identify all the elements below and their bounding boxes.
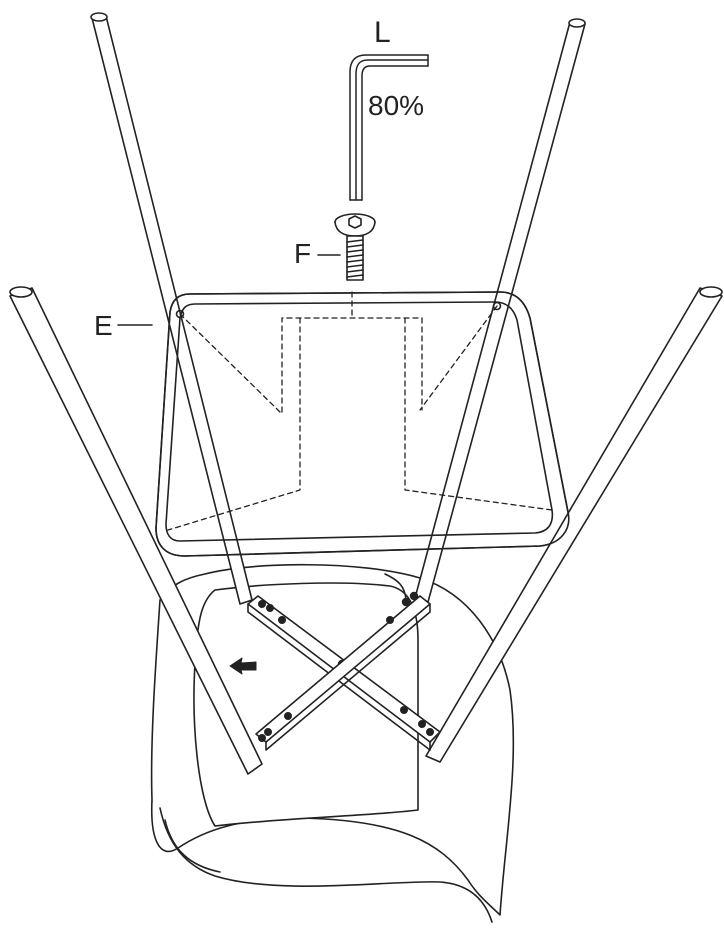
seat-shell (152, 565, 514, 922)
label-wrench: L (374, 16, 391, 49)
leg-front-left (10, 287, 262, 774)
cross-brace-b (256, 593, 430, 750)
allen-key-icon (350, 55, 428, 200)
arrow-left-icon (230, 658, 256, 674)
label-frame: E (94, 310, 113, 341)
hidden-lines (168, 292, 552, 530)
frame-E-front (156, 292, 569, 556)
frame-hole-right (494, 303, 501, 310)
bolt-icon (335, 214, 375, 280)
label-percent: 80% (368, 90, 425, 121)
frame-hole-left (177, 311, 184, 318)
frame-E (156, 292, 569, 556)
leg-front-right (426, 287, 722, 762)
label-screw: F (294, 238, 312, 269)
